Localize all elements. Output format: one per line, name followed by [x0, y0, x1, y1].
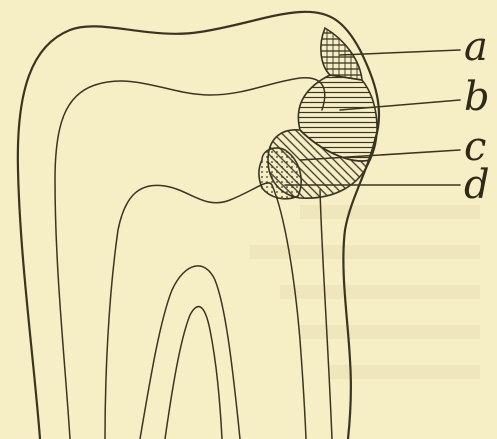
label-a: a — [464, 24, 488, 70]
leader-line-a — [340, 50, 460, 55]
root-canal-left — [140, 266, 240, 439]
root-outer-right — [320, 190, 332, 439]
pulp-chamber-outline — [105, 183, 306, 439]
root-canal-inner — [165, 307, 222, 439]
tooth-outer-outline — [18, 12, 379, 439]
label-d: d — [464, 162, 490, 208]
label-b: b — [464, 74, 490, 120]
